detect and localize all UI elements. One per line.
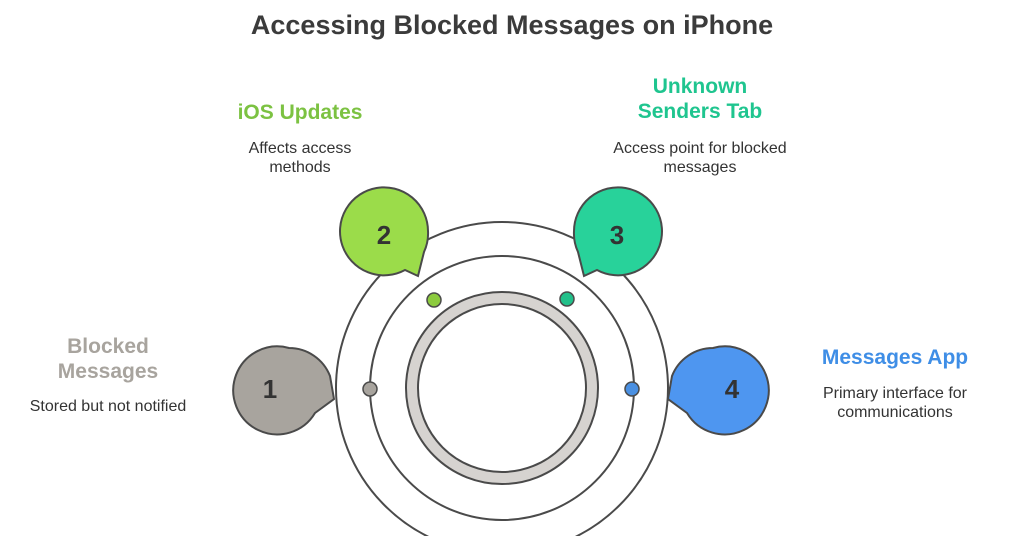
step-1-number: 1 [263,374,277,404]
step-4-description: Primary interface for communications [822,385,968,421]
step-3-number: 3 [610,220,624,250]
step-3-bubble: 3 [572,186,663,278]
step-1-bubble: 1 [232,345,336,436]
ring-dot-4 [624,381,640,397]
step-4-heading: Messages App [821,346,969,369]
step-4-bubble: 4 [666,345,770,436]
step-3-heading: Unknown Senders Tab [637,75,763,123]
ring-dot-1 [362,381,378,397]
ring-dot-3 [559,291,575,307]
step-2-bubble: 2 [339,186,430,278]
page-title: Accessing Blocked Messages on iPhone [250,10,774,40]
step-1-description: Stored but not notified [29,398,187,415]
step-2-number: 2 [377,220,391,250]
step-1-heading: Blocked Messages [57,335,159,383]
step-3-description: Access point for blocked messages [613,140,787,176]
step-4-number: 4 [725,374,740,404]
step-2-description: Affects access methods [248,140,352,176]
ring-dot-2 [426,292,442,308]
step-2-heading: iOS Updates [237,101,363,124]
core-circle [417,303,587,473]
